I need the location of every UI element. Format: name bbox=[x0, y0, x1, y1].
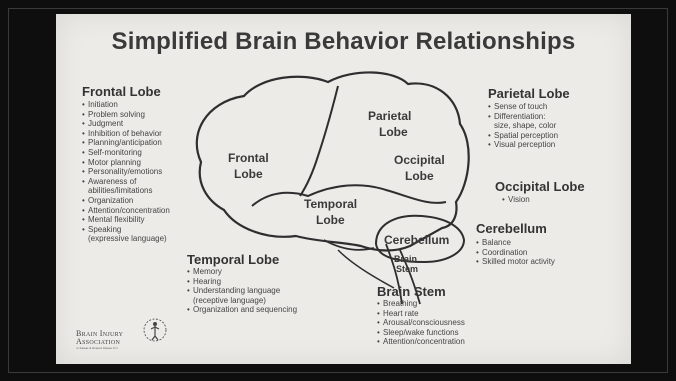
list-item: Vision bbox=[502, 195, 530, 205]
list-item-continued: (expressive language) bbox=[88, 234, 167, 244]
label-stem-1: Brain bbox=[394, 254, 417, 264]
list-item: Personality/emotions bbox=[82, 167, 170, 177]
label-temporal-2: Lobe bbox=[316, 213, 345, 227]
label-occipital-2: Lobe bbox=[405, 169, 434, 183]
cerebellum-heading: Cerebellum bbox=[476, 221, 547, 236]
parietal-list: Sense of touch Differentiation: size, sh… bbox=[488, 102, 558, 150]
list-item: Awareness of bbox=[82, 177, 170, 187]
list-item: Differentiation: bbox=[488, 112, 558, 122]
list-item: Initiation bbox=[82, 100, 170, 110]
brain-outline bbox=[195, 71, 470, 252]
list-item: Attention/concentration bbox=[377, 337, 465, 347]
logo-line-2: Association bbox=[76, 337, 121, 346]
brainstem-list: Breathing Heart rate Arousal/consciousne… bbox=[377, 299, 465, 347]
list-item: Mental flexibility bbox=[82, 215, 170, 225]
list-item-continued: abilities/limitations bbox=[88, 186, 153, 196]
temporal-edge bbox=[323, 239, 375, 251]
list-item: Heart rate bbox=[377, 309, 465, 319]
list-item: Skilled motor activity bbox=[476, 257, 555, 267]
brain-diagram: Frontal Lobe Parietal Lobe Occipital Lob… bbox=[195, 71, 470, 305]
slide-frame bbox=[8, 8, 668, 373]
list-item-continued: size, shape, color bbox=[494, 121, 557, 131]
label-occipital-1: Occipital bbox=[394, 153, 445, 167]
list-item-continued: (receptive language) bbox=[193, 295, 266, 305]
list-item: Inhibition of behavior bbox=[82, 129, 170, 139]
cerebellum-list: Balance Coordination Skilled motor activ… bbox=[476, 238, 555, 267]
list-item: Hearing bbox=[187, 277, 297, 287]
frontal-list: Initiation Problem solving Judgment Inhi… bbox=[82, 100, 170, 244]
logo-figure-icon bbox=[143, 318, 167, 342]
logo-line-1: Brain Injury bbox=[76, 329, 124, 338]
occipital-list: Vision bbox=[502, 195, 530, 205]
list-item: Breathing bbox=[377, 299, 465, 309]
label-stem-2: Stem bbox=[396, 264, 418, 274]
temporal-heading: Temporal Lobe bbox=[187, 252, 280, 267]
list-item: Planning/anticipation bbox=[82, 138, 170, 148]
list-item: Problem solving bbox=[82, 110, 170, 120]
lateral-fissure bbox=[251, 184, 447, 207]
list-item: Memory bbox=[187, 267, 297, 277]
list-item: Self-monitoring bbox=[82, 148, 170, 158]
occipital-heading: Occipital Lobe bbox=[495, 179, 585, 194]
slide-title: Simplified Brain Behavior Relationships bbox=[111, 28, 576, 55]
list-item: Organization and sequencing bbox=[187, 305, 297, 315]
slide: Simplified Brain Behavior Relationships … bbox=[56, 14, 631, 364]
label-cerebellum: Cerebellum bbox=[384, 233, 449, 247]
list-item: Understanding language bbox=[187, 286, 297, 296]
association-logo: Brain Injury Association of Kansas & Gre… bbox=[76, 318, 167, 350]
list-item: Sleep/wake functions bbox=[377, 328, 465, 338]
list-item: Judgment bbox=[82, 119, 170, 129]
list-item: Visual perception bbox=[488, 140, 558, 150]
label-temporal-1: Temporal bbox=[304, 197, 357, 211]
parietal-heading: Parietal Lobe bbox=[488, 86, 570, 101]
list-item: Sense of touch bbox=[488, 102, 558, 112]
list-item: Attention/concentration bbox=[82, 206, 170, 216]
frontal-heading: Frontal Lobe bbox=[82, 84, 161, 99]
brain-stem-outline bbox=[385, 243, 421, 305]
list-item: Motor planning bbox=[82, 158, 170, 168]
label-frontal-2: Lobe bbox=[234, 167, 263, 181]
label-frontal-1: Frontal bbox=[228, 151, 269, 165]
label-parietal-2: Lobe bbox=[379, 125, 408, 139]
list-item: Spatial perception bbox=[488, 131, 558, 141]
list-item: Balance bbox=[476, 238, 555, 248]
list-item: Arousal/consciousness bbox=[377, 318, 465, 328]
logo-line-3: of Kansas & Greater Kansas City bbox=[76, 346, 119, 350]
list-item: Speaking bbox=[82, 225, 170, 235]
label-parietal-1: Parietal bbox=[368, 109, 411, 123]
list-item: Organization bbox=[82, 196, 170, 206]
temporal-list: Memory Hearing Understanding language (r… bbox=[187, 267, 297, 315]
list-item: Coordination bbox=[476, 248, 555, 258]
brainstem-heading: Brain Stem bbox=[377, 284, 446, 299]
spinal-line bbox=[337, 249, 395, 289]
central-sulcus bbox=[299, 85, 339, 197]
